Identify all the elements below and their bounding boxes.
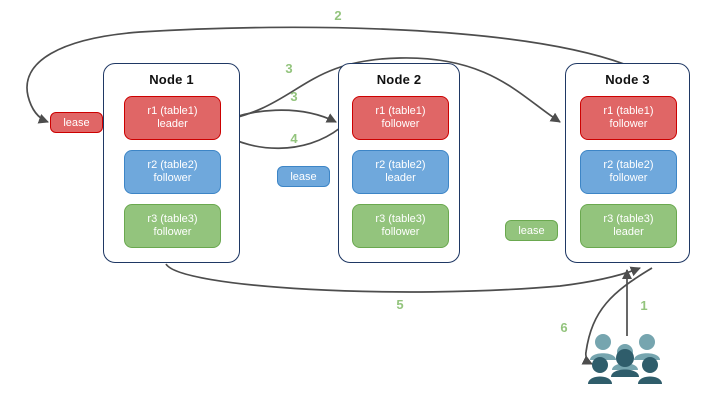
replica-r2-node3[interactable]: r2 (table2) follower: [580, 150, 677, 194]
replica-role: follower: [609, 172, 648, 184]
replica-name: r2 (table2): [375, 159, 426, 171]
replica-role: follower: [609, 118, 648, 130]
replica-role: leader: [613, 226, 644, 238]
replica-role: follower: [381, 118, 420, 130]
node-title: Node 3: [605, 72, 650, 87]
replica-name: r2 (table2): [147, 159, 198, 171]
step-label-5: 5: [396, 297, 404, 312]
step-label-1: 1: [640, 298, 648, 313]
users-icon: [588, 334, 662, 384]
replica-name: r3 (table3): [147, 213, 198, 225]
arrow-step-4: [223, 127, 341, 150]
replica-r1-node2[interactable]: r1 (table1) follower: [352, 96, 449, 140]
node-box-1[interactable]: Node 1 r1 (table1) leader r2 (table2) fo…: [103, 63, 240, 263]
step-label-3-upper: 3: [285, 61, 293, 76]
replica-role: follower: [153, 226, 192, 238]
replica-name: r3 (table3): [603, 213, 654, 225]
step-label-3-lower: 3: [290, 89, 298, 104]
replica-name: r3 (table3): [375, 213, 426, 225]
node-box-3[interactable]: Node 3 r1 (table1) follower r2 (table2) …: [565, 63, 690, 263]
replica-role: leader: [385, 172, 416, 184]
replica-name: r1 (table1): [375, 105, 426, 117]
step-label-2: 2: [334, 8, 342, 23]
replica-name: r1 (table1): [603, 105, 654, 117]
replica-r2-node1[interactable]: r2 (table2) follower: [124, 150, 221, 194]
replica-role: follower: [153, 172, 192, 184]
node-title: Node 2: [376, 72, 422, 87]
replica-r1-node3[interactable]: r1 (table1) follower: [580, 96, 677, 140]
step-label-4: 4: [290, 131, 298, 146]
replica-name: r1 (table1): [147, 105, 198, 117]
arrow-step-5: [165, 263, 641, 293]
lease-badge-red[interactable]: lease: [50, 112, 103, 133]
node-title: Node 1: [149, 72, 194, 87]
replica-r3-node3[interactable]: r3 (table3) leader: [580, 204, 677, 248]
lease-badge-green[interactable]: lease: [505, 220, 558, 241]
replica-r1-node1[interactable]: r1 (table1) leader: [124, 96, 221, 140]
replica-name: r2 (table2): [603, 159, 654, 171]
replica-role: leader: [157, 118, 188, 130]
replica-r2-node2[interactable]: r2 (table2) leader: [352, 150, 449, 194]
replica-r3-node2[interactable]: r3 (table3) follower: [352, 204, 449, 248]
lease-badge-blue[interactable]: lease: [277, 166, 330, 187]
node-box-2[interactable]: Node 2 r1 (table1) follower r2 (table2) …: [338, 63, 460, 263]
replica-role: follower: [381, 226, 420, 238]
replica-r3-node1[interactable]: r3 (table3) follower: [124, 204, 221, 248]
step-label-6: 6: [560, 320, 568, 335]
